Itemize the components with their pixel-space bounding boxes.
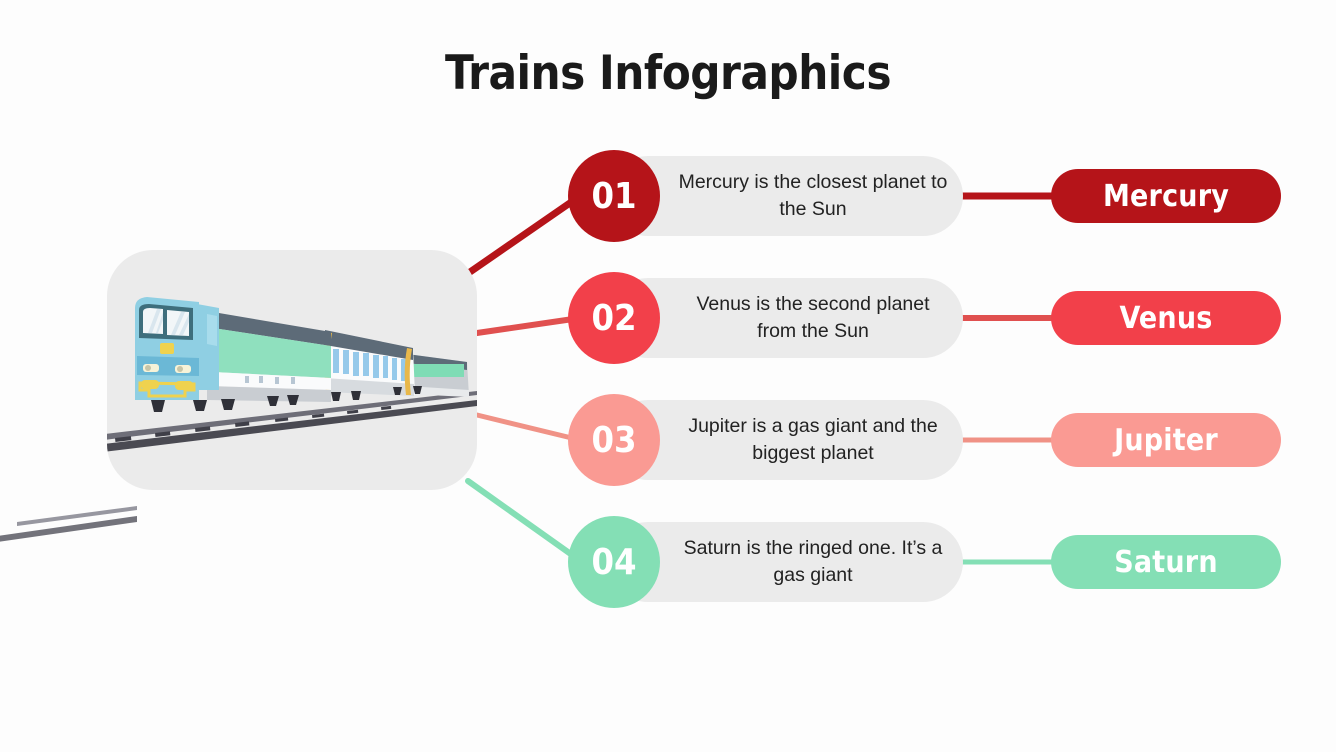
number-label-1: 01 [591, 175, 637, 217]
number-label-3: 03 [591, 419, 637, 461]
train-car-3 [407, 354, 469, 397]
label-pill-mercury[interactable]: Mercury [1051, 169, 1281, 223]
label-pill-jupiter[interactable]: Jupiter [1051, 413, 1281, 467]
train-wheels [151, 386, 422, 412]
description-text-2: Venus is the second planet from the Sun [696, 293, 930, 342]
description-text-4: Saturn is the ringed one. It’s a gas gia… [683, 537, 943, 586]
description-pill-1: Mercury is the closest planet to the Sun [608, 156, 963, 236]
number-circle-3[interactable]: 03 [568, 394, 660, 486]
description-pill-2: Venus is the second planet from the Sun [608, 278, 963, 358]
label-text-1: Mercury [1102, 178, 1229, 214]
number-label-2: 02 [591, 297, 637, 339]
train-image-panel [0, 250, 477, 542]
page-title: Trains Infographics [444, 46, 892, 101]
train-image-clip [107, 250, 477, 490]
description-text-1: Mercury is the closest planet to the Sun [678, 171, 948, 220]
number-circle-4[interactable]: 04 [568, 516, 660, 608]
rails-outer [0, 506, 137, 542]
number-label-4: 04 [591, 541, 637, 583]
description-text-3: Jupiter is a gas giant and the biggest p… [688, 415, 938, 464]
rails-inner [107, 391, 477, 452]
train-car-2 [324, 330, 415, 396]
number-circle-1[interactable]: 01 [568, 150, 660, 242]
train-front-face [135, 297, 199, 400]
train-locomotive [197, 304, 331, 402]
number-circle-2[interactable]: 02 [568, 272, 660, 364]
description-pill-3: Jupiter is a gas giant and the biggest p… [608, 400, 963, 480]
label-pill-saturn[interactable]: Saturn [1051, 535, 1281, 589]
description-pill-4: Saturn is the ringed one. It’s a gas gia… [608, 522, 963, 602]
train-illustration [107, 297, 477, 452]
label-pill-venus[interactable]: Venus [1051, 291, 1281, 345]
label-text-4: Saturn [1114, 544, 1218, 580]
label-text-3: Jupiter [1114, 422, 1218, 458]
label-text-2: Venus [1119, 300, 1213, 336]
